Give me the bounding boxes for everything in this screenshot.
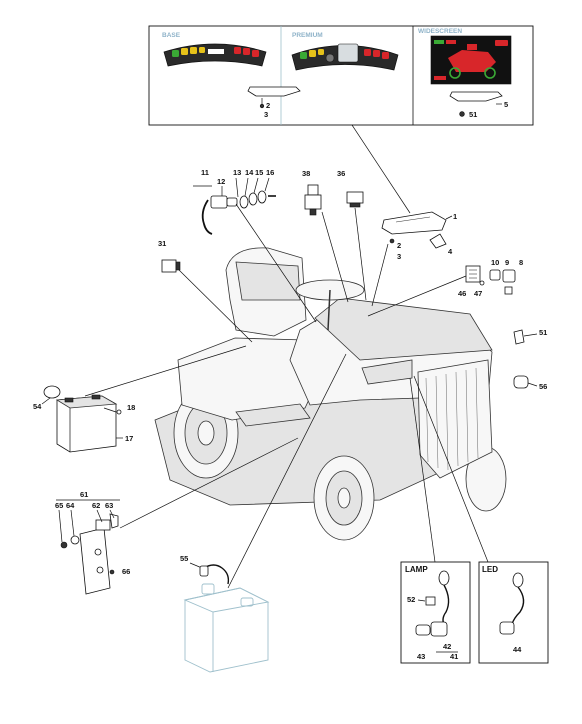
leader-lamp (409, 377, 436, 563)
callout-65: 65 (55, 501, 63, 510)
led-inset: LED 44 (478, 561, 549, 664)
clip-51: 51 (513, 328, 547, 345)
bracket-base: 2 3 (247, 86, 301, 119)
switch-38: 38 (302, 169, 349, 303)
bracket-group-61: 61 65 64 62 63 66 (55, 437, 299, 595)
lamp-inset: LAMP 52 42 43 41 (400, 561, 471, 664)
callout-63: 63 (105, 501, 113, 510)
callout-12: 12 (217, 177, 225, 186)
callout-43: 43 (417, 652, 425, 661)
connector-group-right: 46 47 10 9 8 (367, 258, 523, 317)
callout-11: 11 (201, 168, 209, 177)
callout-31: 31 (158, 239, 166, 248)
callout-51: 51 (539, 328, 547, 337)
callout-3: 3 (397, 252, 401, 261)
fuel-tank-55: 55 (180, 353, 347, 673)
callout-9: 9 (505, 258, 509, 267)
callout-16: 16 (266, 168, 274, 177)
callout-47: 47 (474, 289, 482, 298)
variant-title-premium: PREMIUM (292, 32, 323, 39)
callout-10: 10 (491, 258, 499, 267)
lamp-title: LAMP (405, 565, 428, 574)
callout-64: 64 (66, 501, 75, 510)
callout-3-top: 3 (264, 110, 268, 119)
dashboard-premium (291, 43, 399, 71)
callout-15: 15 (255, 168, 263, 177)
dashboard-variants-panel: BASE PREMIUM WIDESCREEN (148, 25, 534, 126)
callout-5: 5 (504, 100, 508, 109)
callout-52: 52 (407, 595, 415, 604)
leader-led (413, 375, 489, 563)
callout-14: 14 (245, 168, 254, 177)
callout-38: 38 (302, 169, 310, 178)
battery-group: 54 17 18 (33, 345, 247, 453)
grille-lines (425, 367, 479, 471)
callout-66: 66 (122, 567, 130, 576)
callout-2-top: 2 (266, 101, 270, 110)
callout-56: 56 (539, 382, 547, 391)
callout-61: 61 (80, 490, 88, 499)
callout-1: 1 (453, 212, 457, 221)
callout-42: 42 (443, 642, 451, 651)
callout-62: 62 (92, 501, 100, 510)
ignition-switch-group: 11 12 13 14 15 16 (193, 168, 317, 323)
dashboard-widescreen (430, 35, 512, 85)
callout-13: 13 (233, 168, 241, 177)
variant-title-base: BASE (162, 32, 181, 39)
callout-17: 17 (125, 434, 133, 443)
callout-4: 4 (448, 247, 453, 256)
callout-54: 54 (33, 402, 42, 411)
leader-panel (351, 124, 411, 214)
callout-2: 2 (397, 241, 401, 250)
callout-41: 41 (450, 652, 458, 661)
dashboard-base (163, 43, 267, 67)
callout-44: 44 (513, 645, 522, 654)
callout-8: 8 (519, 258, 523, 267)
led-title: LED (482, 565, 498, 574)
switch-31: 31 (158, 239, 253, 343)
callout-46: 46 (458, 289, 466, 298)
callout-51-top: 51 (469, 110, 477, 119)
dashboard-bracket-group: 1 2 3 4 (371, 211, 457, 307)
ride-on-mower (154, 247, 507, 541)
callout-36: 36 (337, 169, 345, 178)
cap-56: 56 (513, 375, 547, 391)
bracket-widescreen: 51 5 (449, 91, 508, 119)
callout-55: 55 (180, 554, 188, 563)
callout-18: 18 (127, 403, 135, 412)
switch-36: 36 (337, 169, 367, 301)
variant-title-widescreen: WIDESCREEN (418, 28, 462, 35)
